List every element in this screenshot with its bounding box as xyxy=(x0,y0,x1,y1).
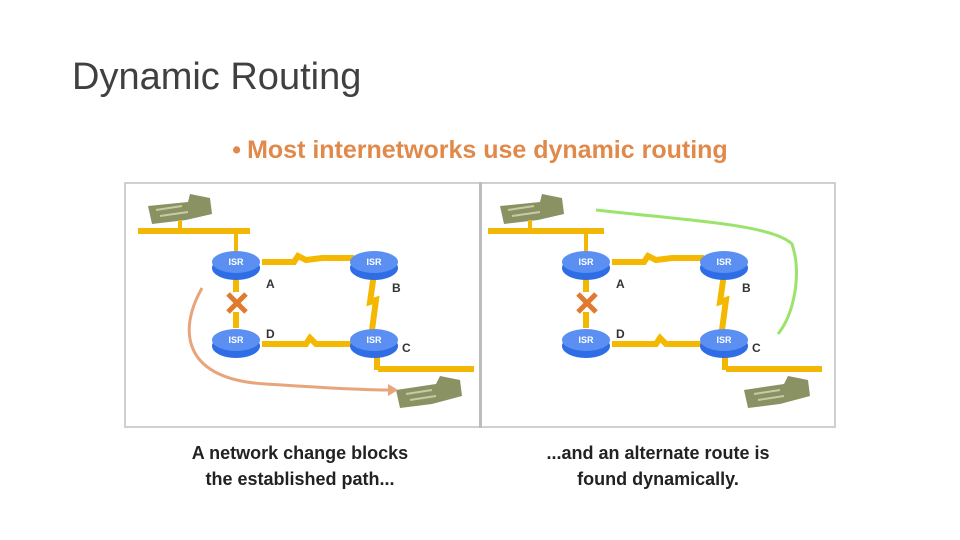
caption-line: the established path... xyxy=(205,469,395,489)
router-icon-text: ISR xyxy=(716,335,732,345)
bullet-point: •Most internetworks use dynamic routing xyxy=(0,136,960,165)
link-a-b xyxy=(262,252,354,265)
router-a: ISR A xyxy=(212,251,275,291)
router-icon-text: ISR xyxy=(366,257,382,267)
lan-segment-top xyxy=(488,228,604,234)
router-icon-text: ISR xyxy=(578,335,594,345)
bullet-text: Most internetworks use dynamic routing xyxy=(247,136,728,164)
original-path-arrow xyxy=(187,287,389,392)
host-cluster-icon xyxy=(148,194,212,224)
bullet-marker: • xyxy=(232,136,242,164)
caption-line: ...and an alternate route is xyxy=(546,443,770,463)
router-b: ISR B xyxy=(350,251,401,295)
link-a-b xyxy=(612,252,704,265)
router-b: ISR B xyxy=(700,251,751,295)
alternate-path-arrow xyxy=(595,208,798,335)
link-b-c xyxy=(716,273,730,331)
caption-left: A network change blocks the established … xyxy=(130,440,470,492)
caption-line: found dynamically. xyxy=(577,469,739,489)
lan-segment-bottom xyxy=(378,366,474,372)
x-break-icon xyxy=(226,292,248,314)
router-label: C xyxy=(402,341,411,355)
panel-divider xyxy=(479,182,482,428)
caption-line: A network change blocks xyxy=(191,443,409,463)
router-icon-text: ISR xyxy=(578,257,594,267)
router-label: B xyxy=(392,281,401,295)
router-icon-text: ISR xyxy=(716,257,732,267)
arrow-head-icon xyxy=(388,384,398,396)
lan-segment-bottom xyxy=(726,366,822,372)
router-c: ISR C xyxy=(700,329,761,358)
router-label: A xyxy=(266,277,275,291)
router-icon-text: ISR xyxy=(366,335,382,345)
router-d: ISR D xyxy=(212,327,275,358)
host-cluster-icon xyxy=(396,376,462,408)
lan-segment-top xyxy=(138,228,250,234)
router-label: D xyxy=(266,327,275,341)
x-break-icon xyxy=(576,292,598,314)
slide-title: Dynamic Routing xyxy=(72,56,362,98)
router-c: ISR C xyxy=(350,329,411,358)
host-cluster-icon xyxy=(744,376,810,408)
router-icon-text: ISR xyxy=(228,257,244,267)
host-cluster-icon xyxy=(500,194,564,224)
network-diagram-right: ISR A ISR B ISR D ISR C xyxy=(488,194,822,408)
router-label: C xyxy=(752,341,761,355)
router-icon-text: ISR xyxy=(228,335,244,345)
router-label: D xyxy=(616,327,625,341)
router-a: ISR A xyxy=(562,251,625,291)
router-label: B xyxy=(742,281,751,295)
link-b-c xyxy=(366,273,380,331)
link-d-c xyxy=(262,333,354,347)
caption-right: ...and an alternate route is found dynam… xyxy=(488,440,828,492)
router-d: ISR D xyxy=(562,327,625,358)
link-d-c xyxy=(612,333,704,347)
network-diagram-left: ISR A ISR B ISR D ISR C xyxy=(138,194,474,408)
router-label: A xyxy=(616,277,625,291)
